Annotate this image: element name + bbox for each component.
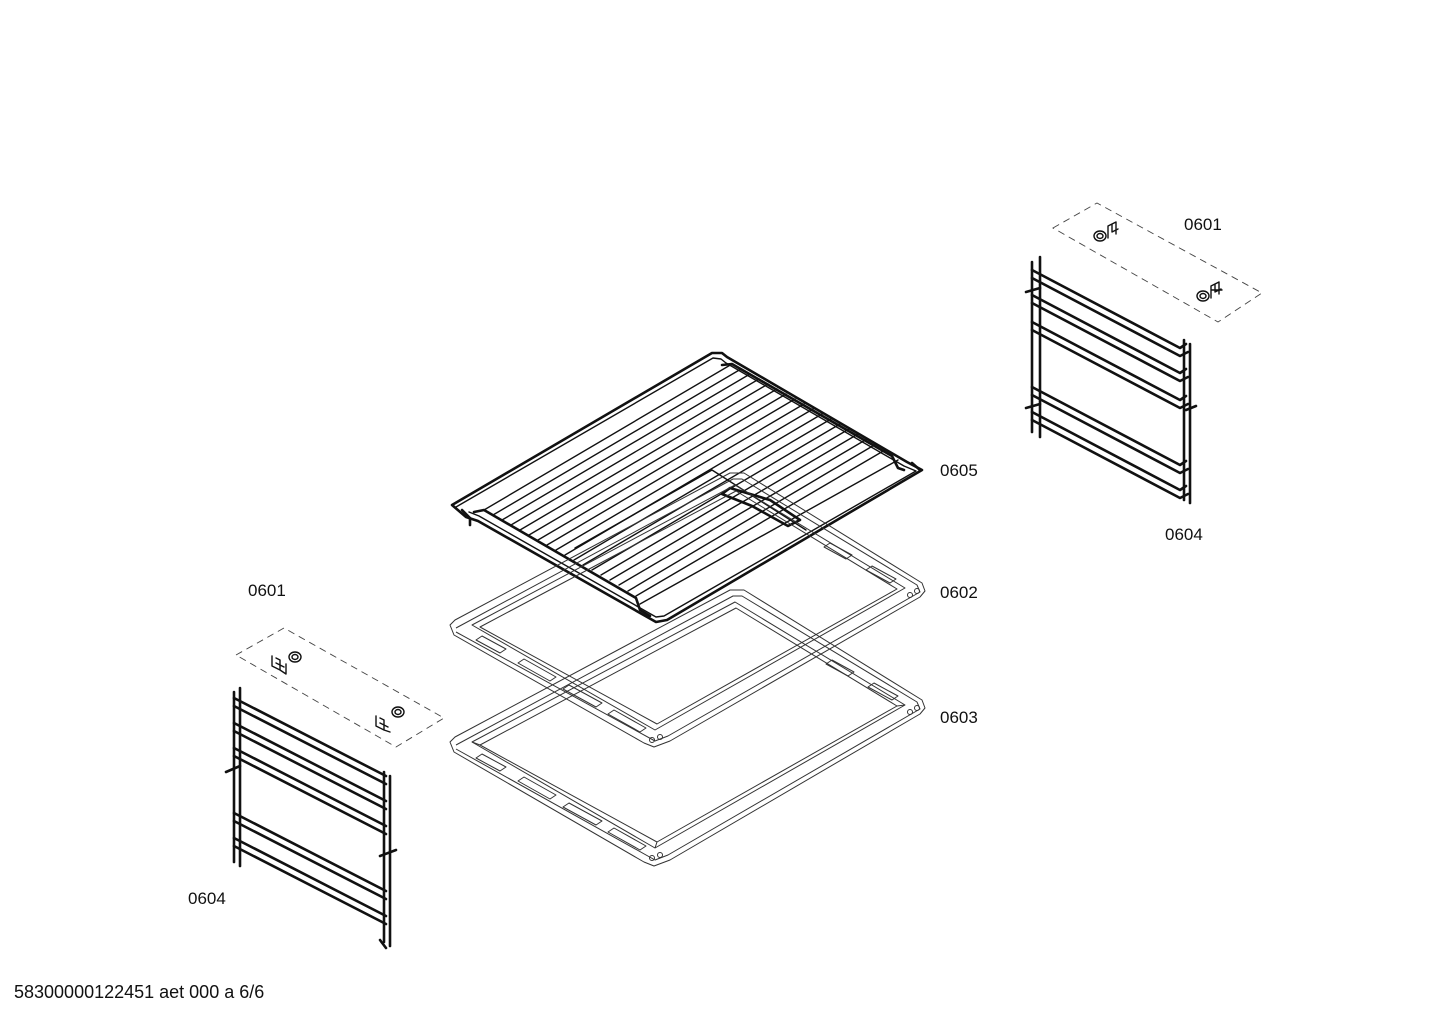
deep-pan	[449, 589, 926, 867]
label-rail-left: 0604	[188, 889, 226, 908]
label-deep-pan: 0603	[940, 708, 978, 727]
clip-left-upper	[271, 651, 302, 675]
baking-tray	[449, 472, 926, 748]
label-clips-left: 0601	[248, 581, 286, 600]
clip-kit-right	[1052, 202, 1263, 323]
pan-slots	[475, 659, 899, 851]
label-clips-right: 0601	[1184, 215, 1222, 234]
clip-right-lower	[1196, 281, 1223, 302]
side-rail-right	[1024, 255, 1198, 505]
document-footer: 58300000122451 aet 000 a 6/6	[14, 982, 264, 1002]
wire-rack	[450, 351, 924, 624]
label-wire-rack: 0605	[940, 461, 978, 480]
side-rail-left	[224, 686, 398, 950]
label-baking-tray: 0602	[940, 583, 978, 602]
clip-kit-left	[235, 627, 445, 748]
clip-right-upper	[1093, 221, 1119, 242]
label-rail-right: 0604	[1165, 525, 1203, 544]
clip-left-lower	[375, 706, 405, 733]
tray-slots	[475, 542, 897, 733]
